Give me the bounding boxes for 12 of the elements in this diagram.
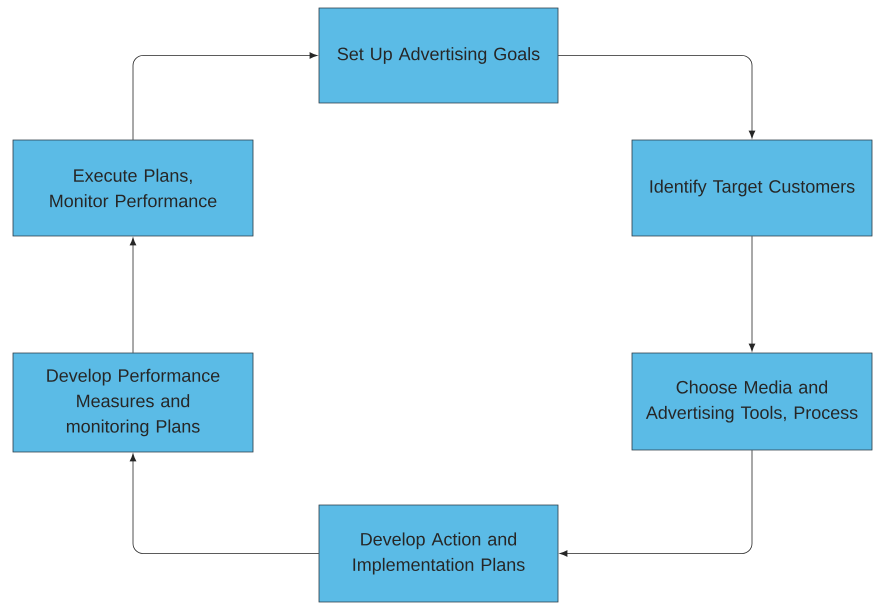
process-box: Execute Plans, Monitor Performance	[12, 140, 254, 236]
process-box: Develop Performance Measures and monitoring Plans	[12, 352, 254, 452]
process-box: Identify Target Customers	[632, 140, 872, 236]
process-box: Develop Action and Implementation Plans	[318, 504, 558, 602]
arrow	[748, 236, 756, 352]
arrow	[130, 238, 136, 353]
process-box: Set Up Advertising Goals	[318, 8, 558, 104]
arrow	[558, 55, 756, 138]
arrow	[130, 454, 319, 554]
arrow	[132, 52, 318, 140]
process-box: Choose Media and Advertising Tools, Process	[632, 352, 872, 450]
arrow	[560, 450, 752, 557]
